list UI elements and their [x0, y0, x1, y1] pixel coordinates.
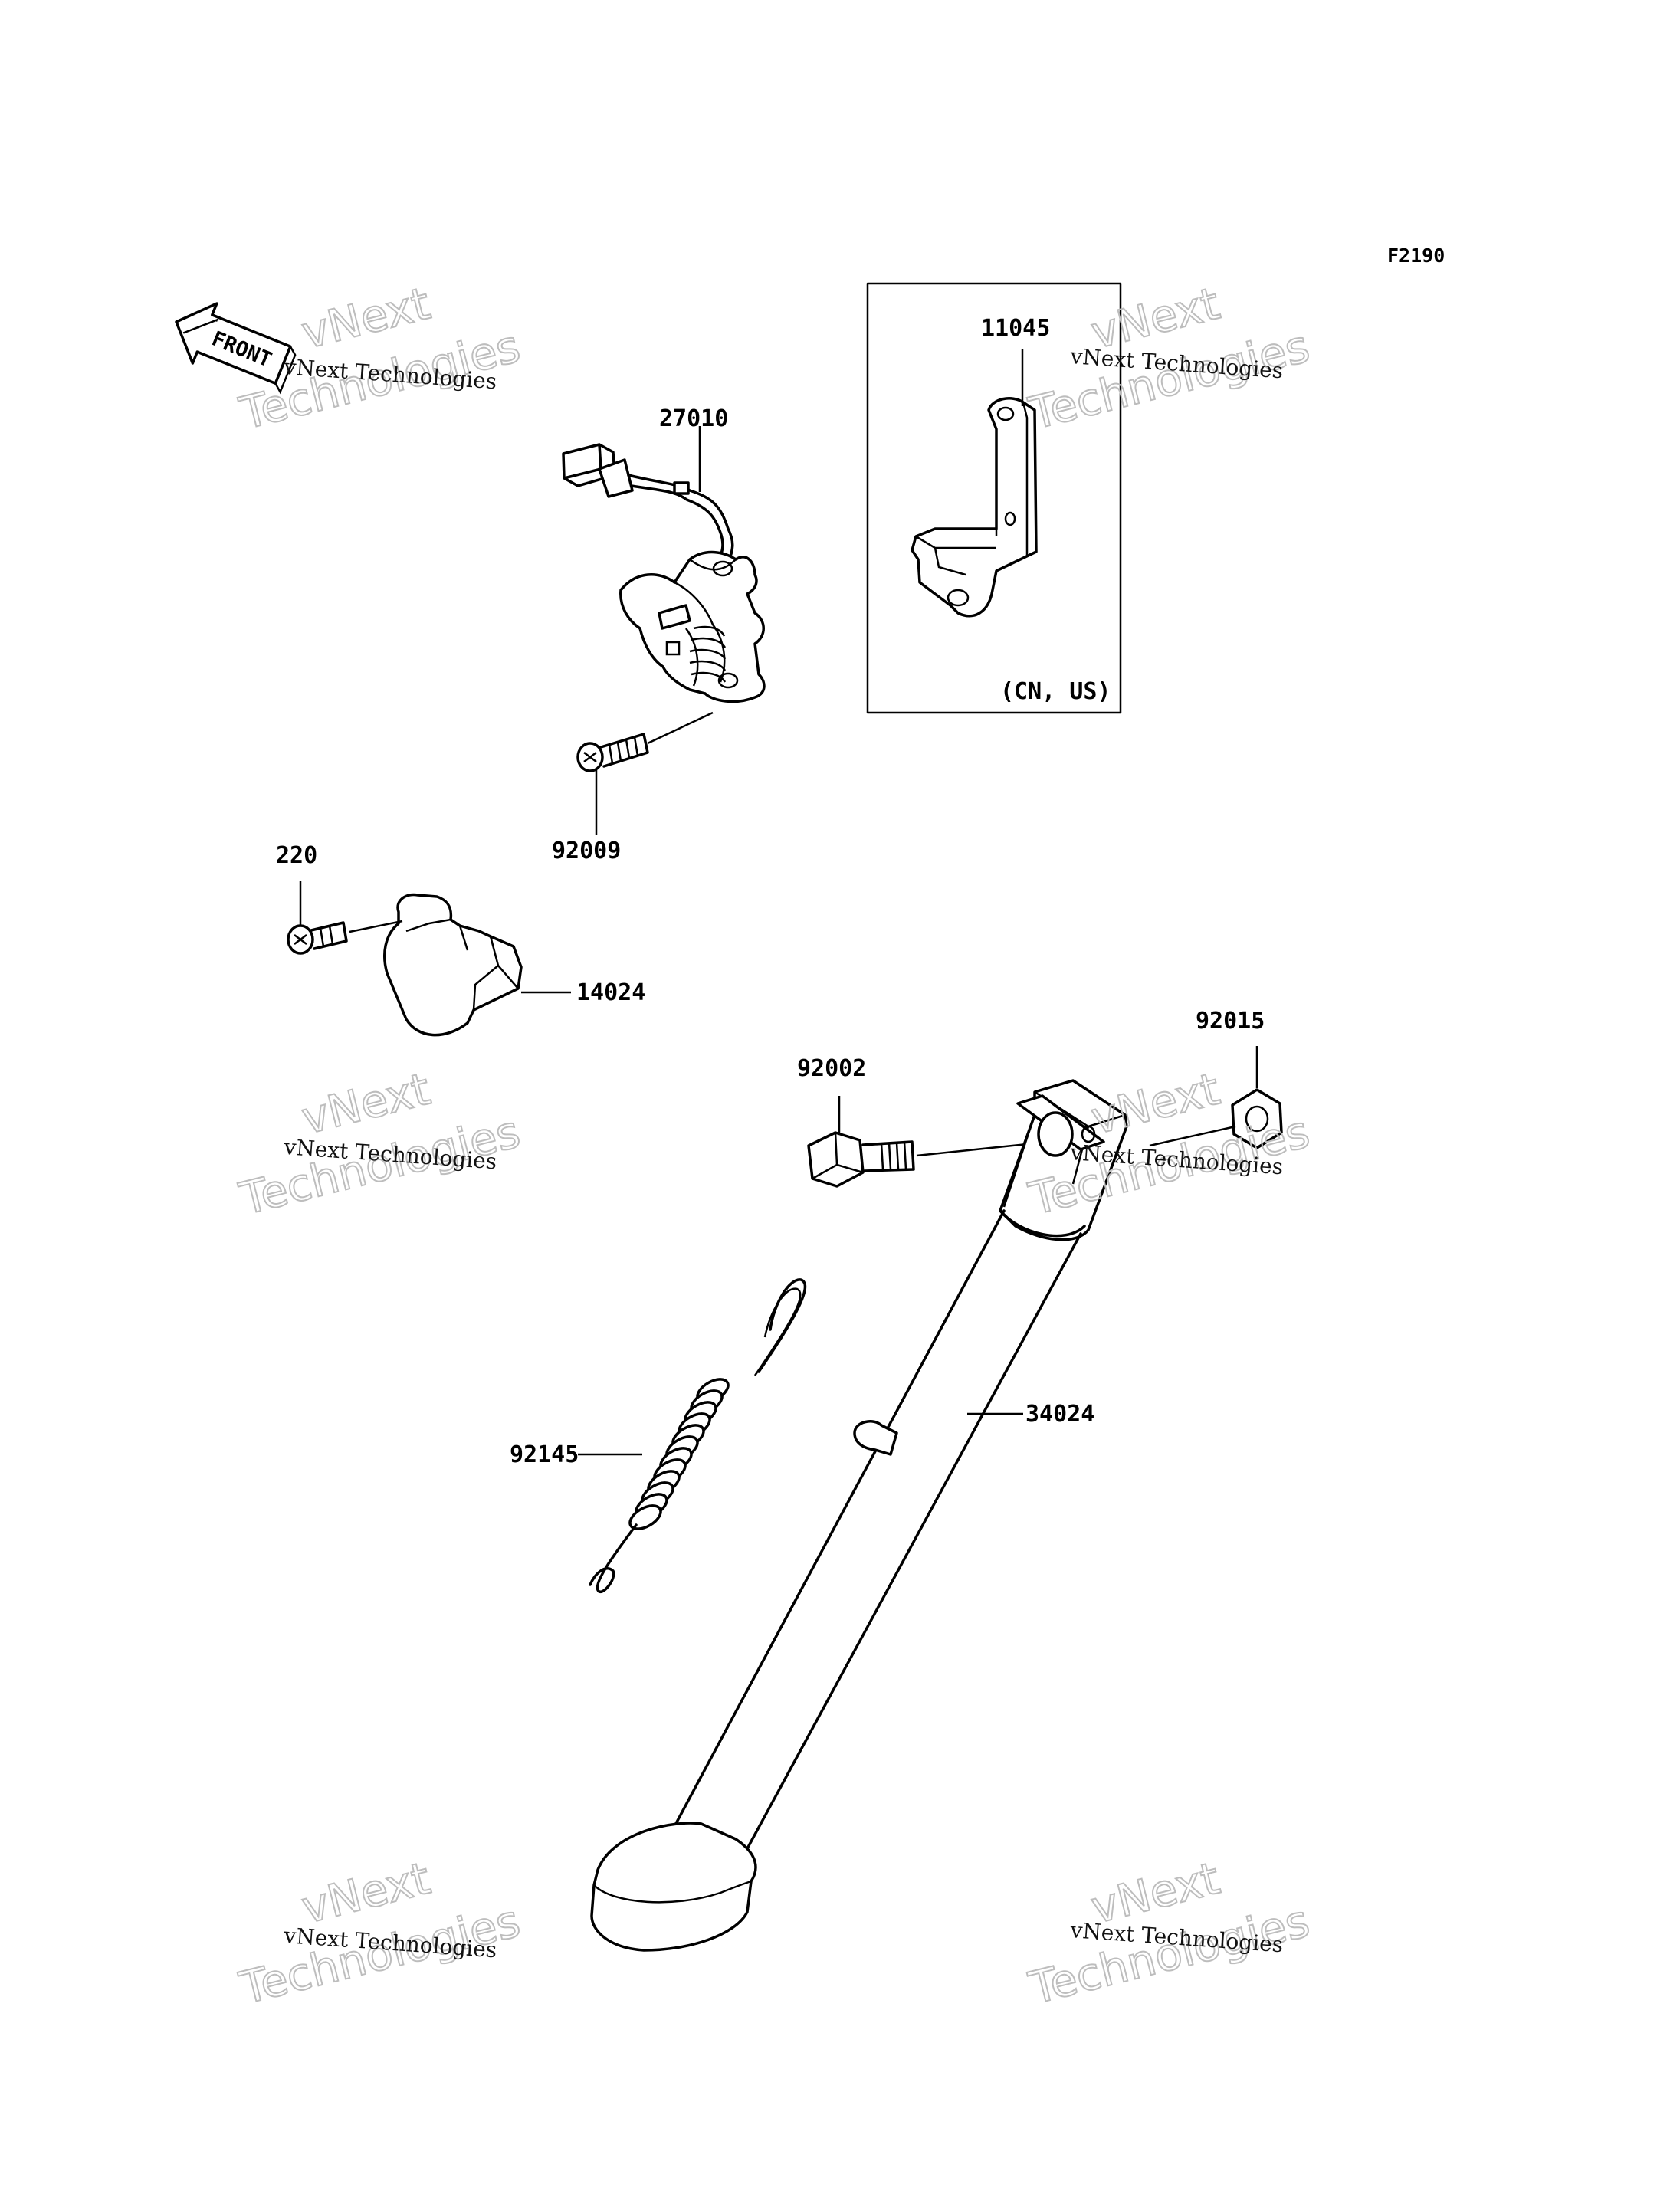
- label-34024: 34024: [1025, 1401, 1094, 1428]
- label-92009: 92009: [552, 838, 621, 864]
- watermark-bottom-left: vNext Technologies vNext Technologies: [234, 1851, 526, 2015]
- part-92002-bolt: 92002: [797, 1055, 1035, 1188]
- label-27010: 27010: [659, 405, 728, 432]
- label-14024: 14024: [576, 979, 645, 1006]
- part-220-screw: 220: [276, 842, 348, 955]
- label-92015: 92015: [1196, 1008, 1265, 1035]
- label-11045: 11045: [981, 315, 1050, 342]
- watermark-mid-left: vNext Technologies vNext Technologies: [234, 1062, 526, 1226]
- label-92002: 92002: [797, 1055, 866, 1082]
- part-27010-switch: 27010: [562, 405, 766, 703]
- part-34024-side-stand: 34024: [590, 1079, 1128, 1952]
- part-92145-spring: 92145: [510, 1278, 807, 1593]
- watermark-bottom-right: vNext Technologies vNext Technologies: [1023, 1851, 1315, 2015]
- part-11045-bracket-box: 11045 (CN, US): [866, 282, 1122, 714]
- variant-note: (CN, US): [1000, 678, 1111, 705]
- label-220: 220: [276, 842, 317, 869]
- part-92015-nut: 92015: [1149, 1008, 1283, 1149]
- front-arrow-icon: FRONT: [175, 302, 297, 395]
- part-92009-screw: 92009: [552, 711, 714, 864]
- part-14024-cover: 14024: [349, 893, 645, 1037]
- watermark-top-right: vNext Technologies vNext Technologies: [1023, 277, 1315, 441]
- label-92145: 92145: [510, 1441, 579, 1468]
- figure-code: F2190: [1387, 244, 1445, 267]
